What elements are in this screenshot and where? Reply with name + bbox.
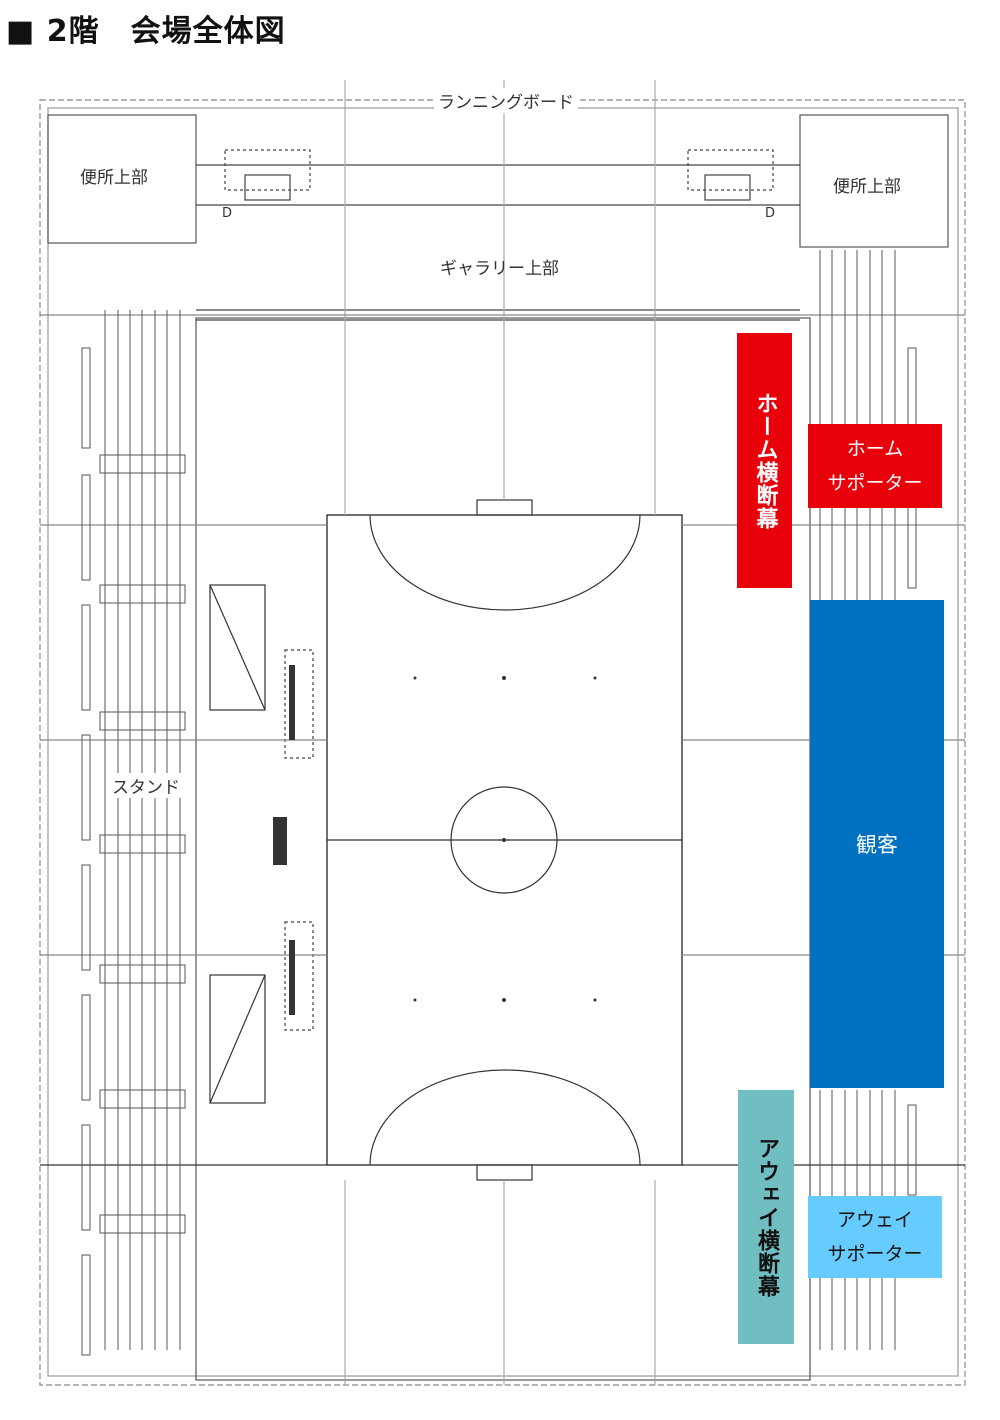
stand-label: スタンド: [110, 773, 182, 798]
away-banner-zone: アウェイ横断幕: [738, 1090, 794, 1344]
door-left-label: D: [222, 206, 233, 221]
away-banner-label: アウェイ横断幕: [754, 1136, 779, 1298]
bottom-goal: [476, 1164, 533, 1181]
restroom-right-block: [799, 114, 949, 248]
center-circle: [450, 786, 558, 894]
bottom-penalty-arc: [369, 1069, 641, 1166]
running-board-label: ランニングボード: [434, 88, 578, 113]
away-supporters-line2: サポーター: [827, 1243, 923, 1265]
top-penalty-arc: [369, 514, 641, 611]
bench-box-bottom: [209, 974, 266, 1104]
home-supporters-zone: ホーム サポーター: [808, 424, 942, 508]
bench-seats-bottom: [289, 940, 295, 1015]
spectators-label: 観客: [856, 833, 898, 857]
timekeeper-table: [273, 817, 287, 865]
restroom-left-label: 便所上部: [80, 168, 148, 188]
bench-box-top: [209, 584, 266, 711]
bench-area-bottom: [284, 921, 314, 1031]
spectators-zone: 観客: [810, 600, 944, 1088]
arena-floor: [195, 317, 811, 1381]
page-title: ■ 2階 会場全体図: [6, 14, 286, 49]
door-right-label: D: [765, 206, 776, 221]
bench-area-top: [284, 649, 314, 759]
home-banner-zone: ホーム横断幕: [737, 333, 792, 588]
bench-seats-top: [289, 665, 295, 740]
home-supporters-line1: ホーム: [846, 438, 904, 460]
left-stand-seats: [81, 310, 186, 1356]
top-goal: [476, 499, 533, 516]
restroom-right-label: 便所上部: [833, 177, 901, 197]
home-supporters-line2: サポーター: [827, 472, 923, 494]
away-supporters-zone: アウェイ サポーター: [808, 1196, 942, 1278]
away-supporters-line1: アウェイ: [836, 1209, 913, 1231]
gallery-label: ギャラリー上部: [440, 259, 559, 279]
home-banner-label: ホーム横断幕: [752, 391, 778, 530]
restroom-left-block: [47, 114, 197, 244]
